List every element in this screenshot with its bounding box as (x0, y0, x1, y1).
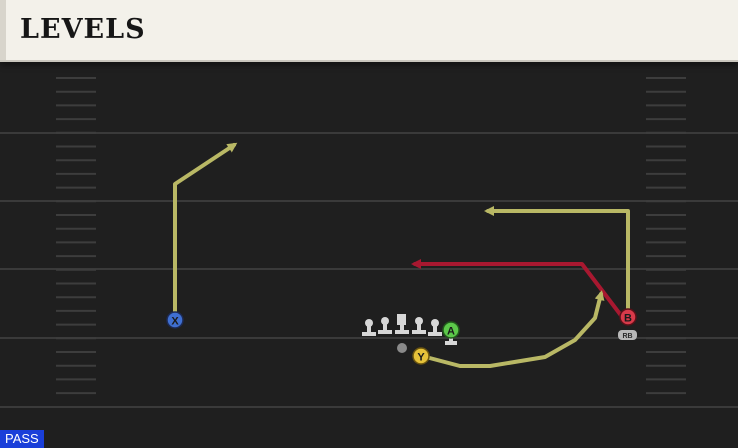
center-icon (395, 314, 409, 334)
player-b-label: B (624, 313, 632, 325)
quarterback-icon (397, 343, 407, 353)
player-y[interactable]: Y (412, 347, 430, 365)
player-rb[interactable]: RB (618, 330, 637, 340)
tight-end-icon (445, 338, 457, 345)
player-y-label: Y (417, 352, 425, 364)
b-route (484, 206, 630, 318)
x-route (173, 142, 238, 320)
lineman-icon (362, 319, 376, 336)
lineman-icon (378, 317, 392, 334)
player-x-label: X (171, 316, 179, 328)
play-header: LEVELS (0, 0, 738, 62)
play-title: LEVELS (20, 14, 146, 45)
routes (173, 142, 630, 368)
header-edge (0, 0, 6, 60)
player-rb-label: RB (622, 333, 632, 340)
y-route (420, 290, 605, 368)
player-b[interactable]: B (619, 308, 637, 326)
lineman-icon (412, 317, 426, 334)
player-x[interactable]: X (166, 311, 184, 329)
player-a[interactable]: A (442, 321, 460, 339)
rb-route (411, 259, 628, 324)
play-type-badge: PASS (0, 430, 44, 448)
hash-marks (56, 77, 686, 395)
offensive-line (362, 314, 457, 345)
yard-lines (0, 132, 738, 408)
player-a-label: A (447, 326, 455, 338)
lineman-icon (428, 319, 442, 336)
